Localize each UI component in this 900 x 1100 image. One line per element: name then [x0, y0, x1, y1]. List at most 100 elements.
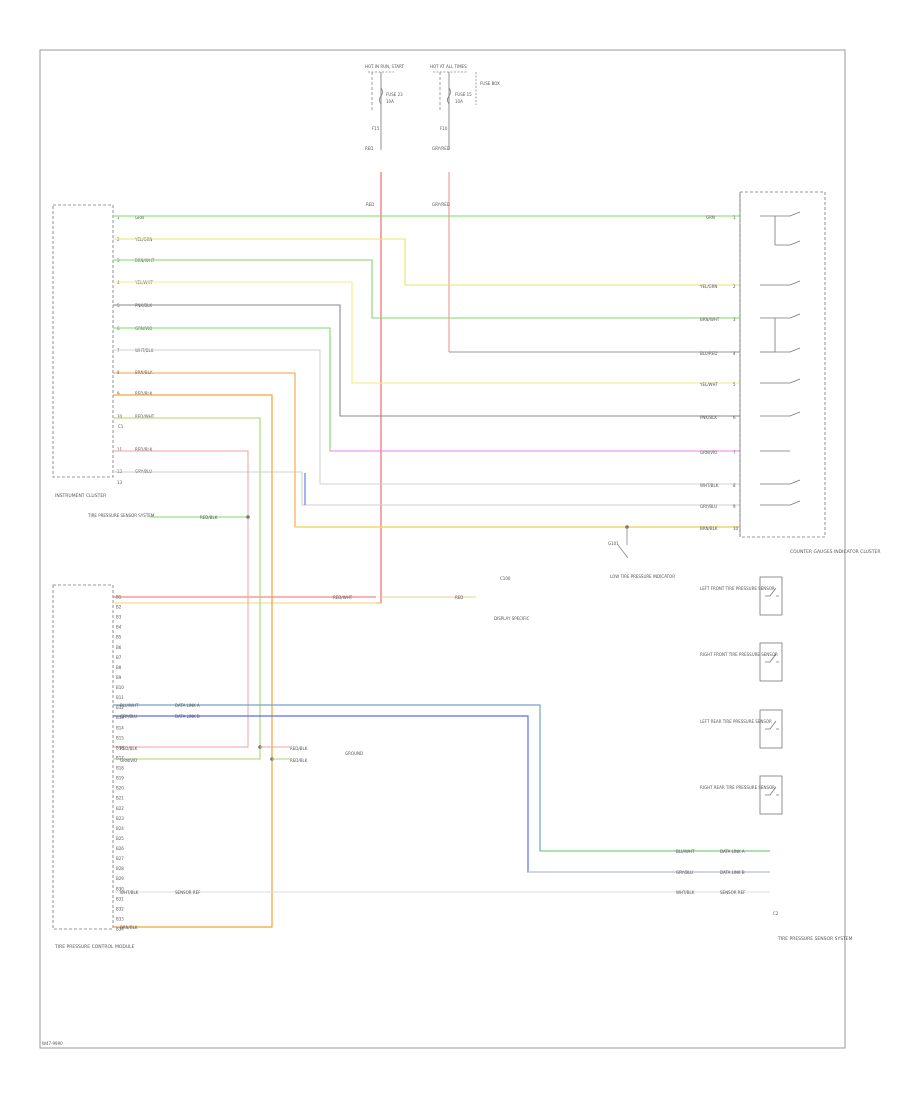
tpms-pin: B5: [116, 635, 122, 640]
wire-label-red-wht: RED/WHT: [135, 414, 155, 419]
wire-orange-1: [113, 372, 740, 528]
outer-frame: [39, 49, 846, 1049]
tpms-pin: B15: [116, 735, 124, 740]
wire-lightgray-2: [113, 471, 740, 506]
g-wire-pnk-blk: PNK/BLK: [700, 415, 717, 420]
fuse-left-amp: 10A: [386, 99, 394, 104]
splice-wire-2: RED/BLK: [290, 758, 308, 763]
gauge-pin: 8: [733, 483, 736, 488]
r-data-a: DATA LINK A: [720, 849, 745, 854]
cluster-ground-wire: RED/BLK: [200, 515, 218, 520]
sensor-rf: RIGHT FRONT TIRE PRESSURE SENSOR: [700, 642, 783, 682]
fuse-left-name: FUSE 23: [386, 92, 403, 97]
g-wire-wht-blk: WHT/BLK: [700, 483, 719, 488]
sensor-lr: LEFT REAR TIRE PRESSURE SENSOR: [700, 709, 783, 749]
tpms-pin: B28: [116, 866, 124, 871]
r-wire-gry-blu: GRY/BLU: [676, 870, 693, 875]
tpms-pin: B25: [116, 836, 124, 841]
tpms-data-b-label: DATA LINK B: [175, 714, 200, 719]
gauge-pin: 7: [733, 450, 736, 455]
tpms-pin: B20: [116, 786, 124, 791]
wire-red-down: [113, 450, 249, 748]
tpms-pin: B27: [116, 856, 124, 861]
splice-s2: [246, 515, 250, 519]
tpms-pin: B6: [116, 645, 122, 650]
instrument-cluster-box: [52, 204, 114, 478]
fuse-right: HOT AT ALL TIMES FUSE BOX FUSE 15 10A F1…: [430, 64, 500, 151]
splice-wire-1: RED/BLK: [290, 746, 308, 751]
fuse-right-label: HOT AT ALL TIMES: [430, 64, 467, 69]
tpms-wire-grn-vio: GRN/VIO: [120, 758, 137, 763]
fuse-left-pin: F15: [372, 126, 380, 131]
cluster-pin: 13: [117, 480, 123, 485]
wire-yellow-1: [113, 238, 740, 286]
red-feed-label: RED: [366, 202, 374, 207]
tpms-pin: B4: [116, 625, 122, 630]
splice-ground-label: GROUND: [345, 751, 363, 756]
tpms-pin: B18: [116, 766, 124, 771]
tpms-pin: B23: [116, 816, 124, 821]
cluster-ground-label: TIRE PRESSURE SENSOR SYSTEM: [87, 513, 155, 518]
tpms-pin-column: B1B2B3B4B5B6B7B8B9B10B11B12B13B14B15B16B…: [116, 595, 124, 932]
g-wire-grn: GRN: [706, 215, 715, 220]
g-wire-brn-blk: BRN/BLK: [700, 526, 718, 531]
tpms-ref-label: SENSOR REF: [175, 890, 201, 895]
tpms-wire-wht-blk: WHT/BLK: [120, 890, 139, 895]
gauge-pin: 1: [733, 215, 736, 220]
fuse-left-label: HOT IN RUN, START: [365, 64, 404, 69]
inline-connector-2: DISPLAY SPECIFIC: [494, 616, 530, 621]
tpms-module-label: TIRE PRESSURE CONTROL MODULE: [54, 944, 135, 950]
tpms-pin: B32: [116, 906, 124, 911]
gauge-pin: 10: [733, 526, 739, 531]
tpms-pin: B17: [116, 755, 124, 760]
wire-green-3: [113, 327, 740, 452]
wire-green-down: [113, 417, 261, 760]
tpms-pin: B3: [116, 615, 122, 620]
fuse-right-wire: GRY/RED: [432, 146, 450, 151]
sensor-label: RIGHT FRONT TIRE PRESSURE SENSOR: [700, 652, 778, 657]
pressure-system-label: TIRE PRESSURE SENSOR SYSTEM: [777, 936, 853, 942]
warning-label: LOW TIRE PRESSURE INDICATOR: [610, 574, 675, 579]
g-wire-yel-wht: YEL/WHT: [699, 382, 719, 387]
sensor-label: LEFT FRONT TIRE PRESSURE SENSOR: [700, 586, 775, 591]
gauge-pin: 3: [733, 317, 736, 322]
tpms-pin: B16: [116, 745, 124, 750]
instrument-cluster-label: INSTRUMENT CLUSTER: [55, 493, 106, 499]
g-wire-grn-vio: GRN/VIO: [700, 450, 717, 455]
cluster-c1: C1: [118, 424, 124, 429]
tpms-pin: B26: [116, 846, 124, 851]
fuse-left-wire: RED: [365, 146, 373, 151]
cluster-pin: 9: [117, 391, 120, 396]
inline-connector: C100: [500, 576, 511, 581]
wire-green-2: [113, 259, 740, 319]
tpms-pin: B1: [116, 595, 122, 600]
wire-lightgray-1: [113, 349, 740, 485]
tpms-pin: B19: [116, 776, 124, 781]
pink-feed-label: GRY/RED: [432, 202, 450, 207]
tpms-pin: B8: [116, 665, 122, 670]
tpms-pin: B34: [116, 927, 124, 932]
tpms-pin: B14: [116, 725, 124, 730]
tpms-pin: B13: [116, 715, 124, 720]
wire-data-b: [113, 715, 770, 873]
wire-data-a: [113, 704, 770, 852]
tpms-pin: B9: [116, 675, 122, 680]
tpms-wire-red-blk: RED/BLK: [120, 746, 138, 751]
wire-label-red-blk-a: RED/BLK: [135, 391, 153, 396]
gauge-pin: 9: [733, 504, 736, 509]
dash-c2: C2: [773, 911, 779, 916]
tpms-pin: B12: [116, 705, 124, 710]
tpms-pin: B2: [116, 605, 122, 610]
sensor-lf: LEFT FRONT TIRE PRESSURE SENSOR: [700, 576, 783, 616]
g-wire-gry-blu: GRY/BLU: [700, 504, 717, 509]
tpms-wire-brn-blk: BRN/BLK: [120, 925, 138, 930]
tpms-red-label-2: RED: [455, 595, 463, 600]
gauge-cluster-box: [739, 191, 826, 538]
g-wire-brn-wht: BRN/WHT: [700, 317, 720, 322]
r-wire-wht-blk: WHT/BLK: [676, 890, 695, 895]
wire-yellow-2: [113, 281, 740, 384]
gauge-pin: 6: [733, 415, 736, 420]
g-wire-blu-red: BLU/RED: [700, 351, 717, 356]
